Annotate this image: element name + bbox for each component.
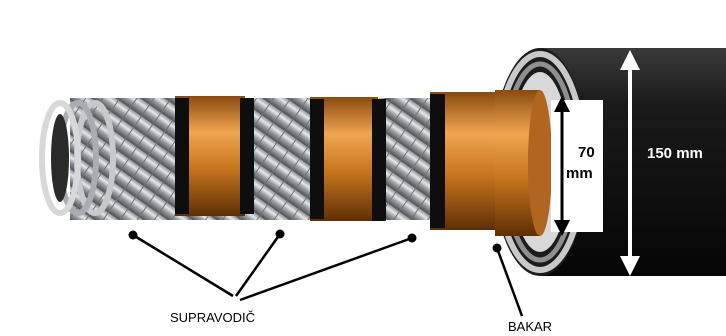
leader-dot [493,244,502,253]
copper-label: BAKAR [508,319,552,334]
superconductor-label: SUPRAVODIČ [170,310,255,325]
inner-diameter-unit: mm [566,165,593,182]
leader-dot [276,230,285,239]
leader-lines [129,230,523,317]
inner-diameter-label: 70 [578,144,595,161]
leader-dot [129,231,138,240]
copper-braid [495,90,552,236]
outer-diameter-label: 150 mm [647,145,703,162]
cable-core [70,92,495,230]
leader-dot [408,234,417,243]
